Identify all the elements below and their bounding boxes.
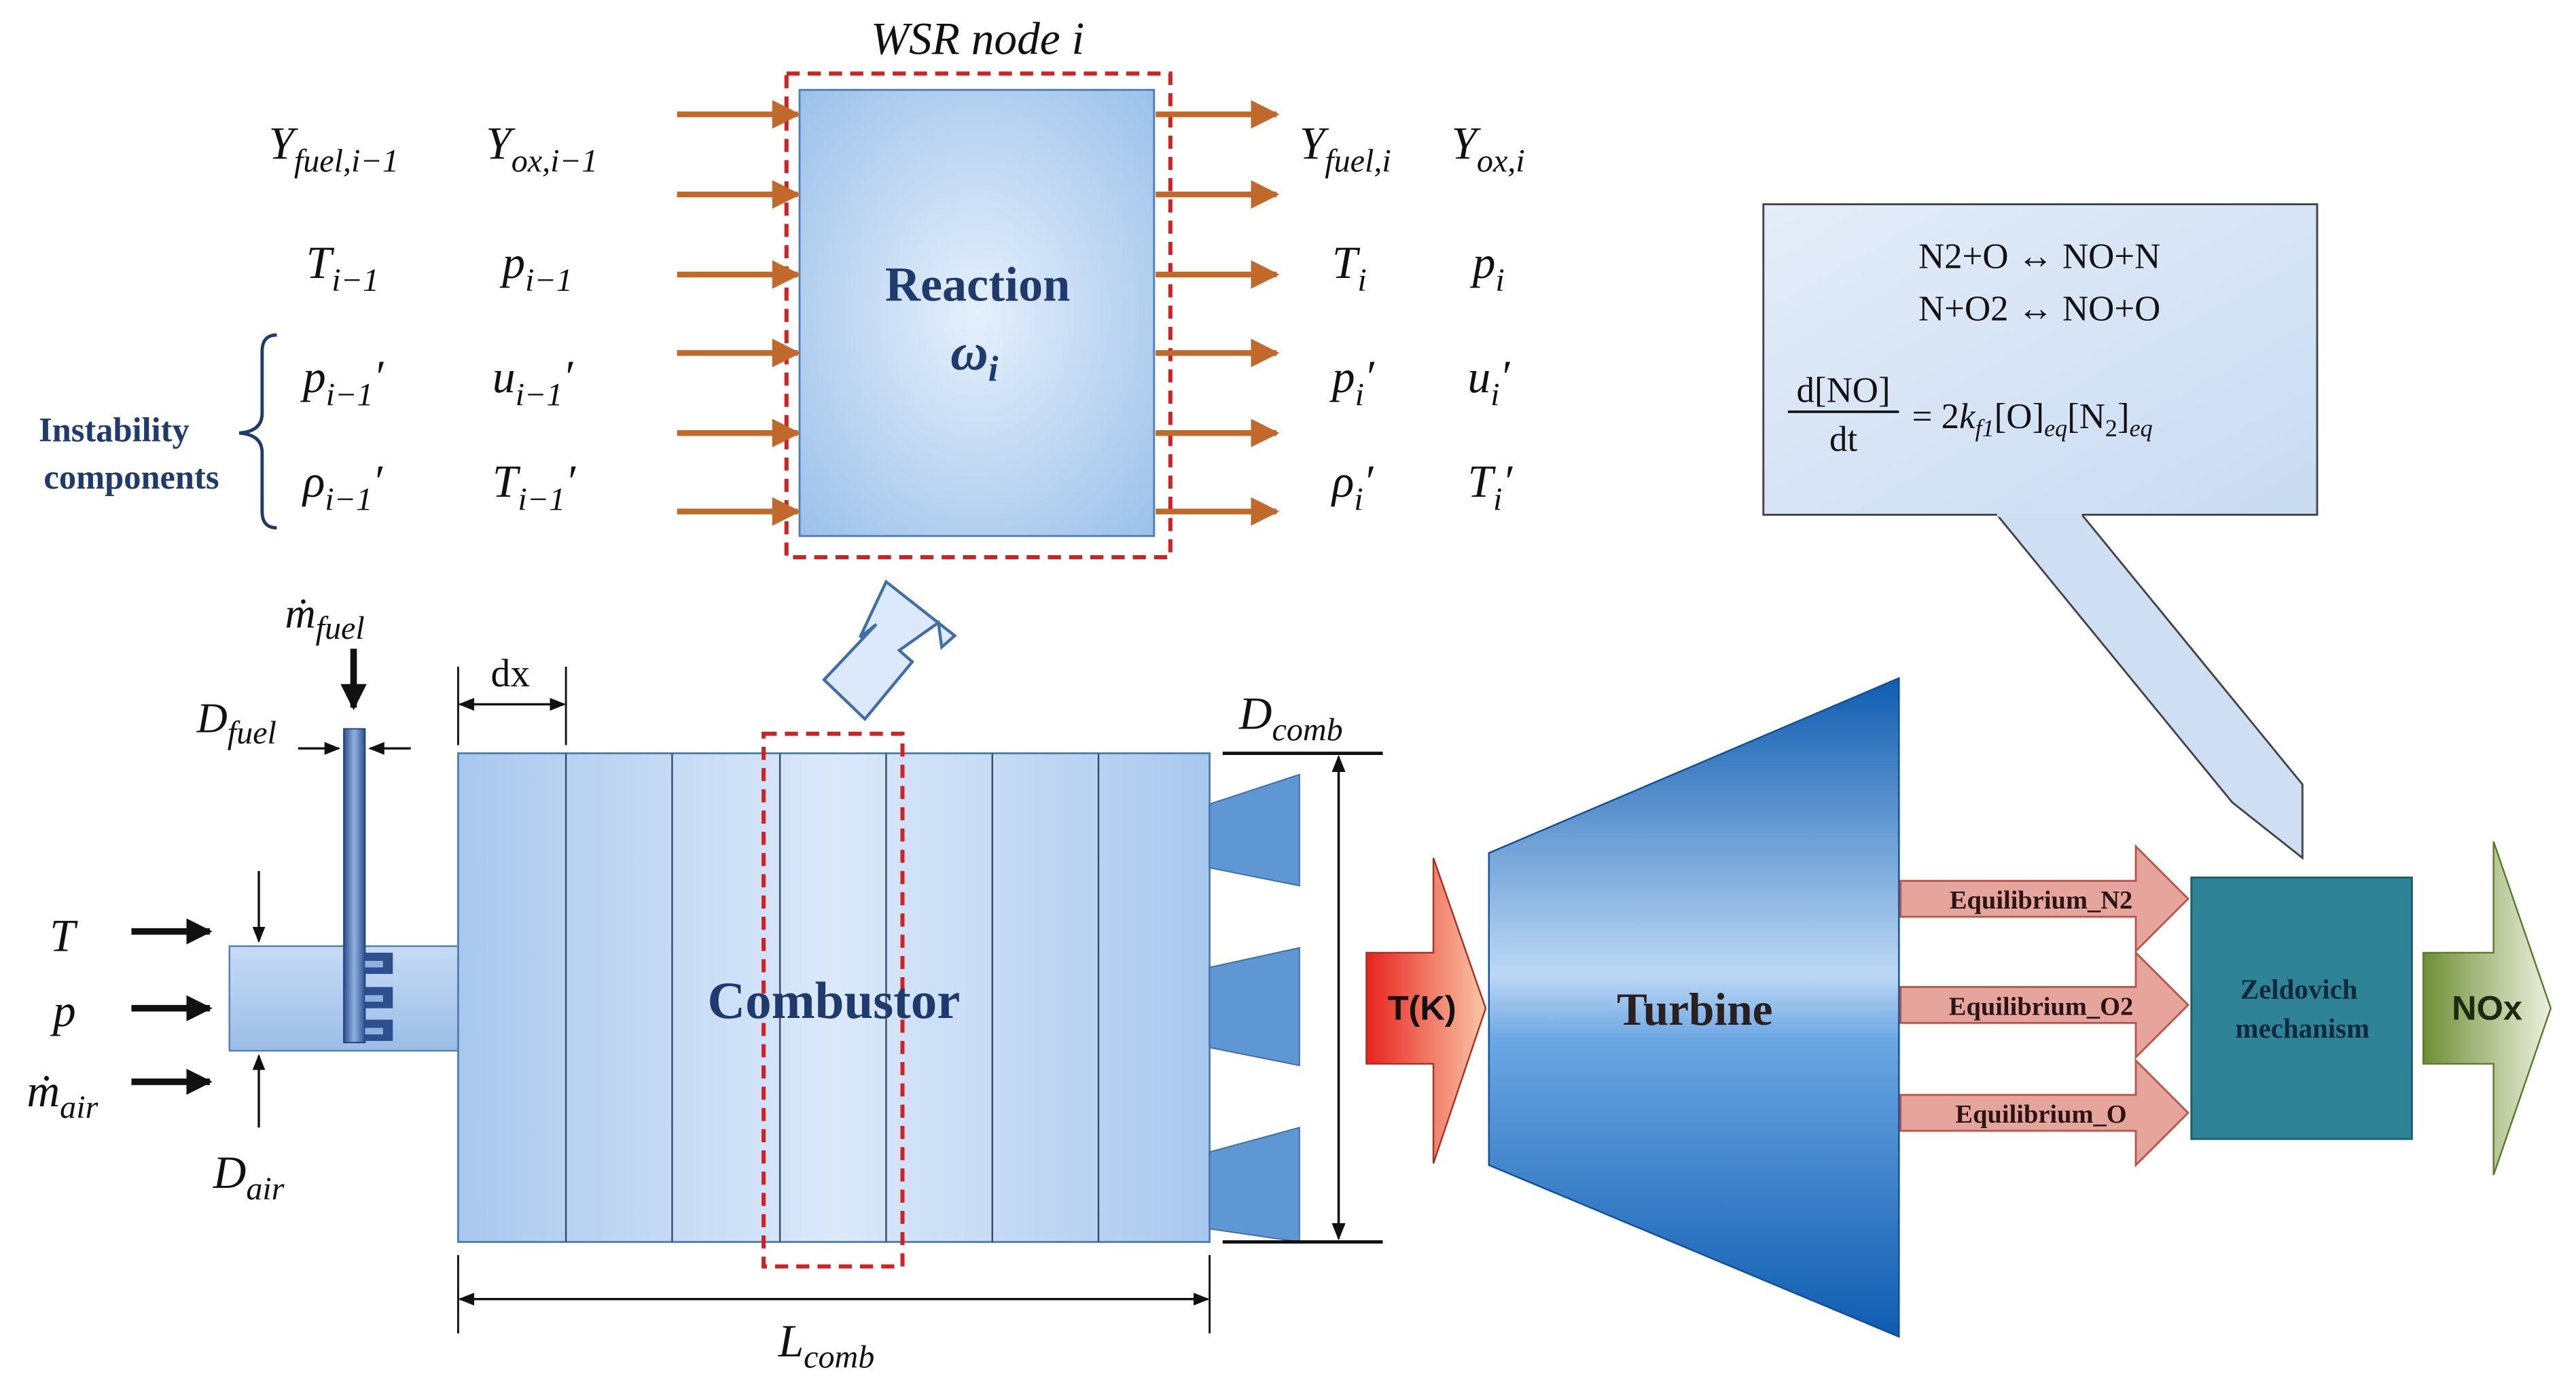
output-var-1-0: Ti (1332, 237, 1367, 298)
fuel-diameter-label: Dfuel (196, 694, 276, 751)
equilibrium-arrow-0 (1899, 844, 2190, 954)
instability-label: Instability components (39, 410, 219, 496)
injector-teeth-inner (365, 960, 383, 1035)
input-var-2-1: ui−1′ (493, 351, 574, 412)
reaction-n2-o: N2+O ↔ NO+N (1918, 236, 2160, 276)
selected-cell-dashed-boundary (762, 731, 905, 1269)
equilibrium-arrow-1 (1899, 950, 2190, 1060)
comb-diameter-label: Dcomb (1238, 688, 1343, 748)
instability-brace (238, 333, 277, 530)
temperature-arrow (1365, 858, 1487, 1164)
temperature-arrow-label: T(K) (1388, 989, 1456, 1027)
equilibrium-label-0: Equilibrium_N2 (1950, 886, 2132, 915)
equilibrium-arrows: Equilibrium_N2Equilibrium_O2Equilibrium_… (1899, 844, 2190, 1168)
reaction-n-o2: N+O2 ↔ NO+O (1918, 289, 2160, 328)
input-var-2-0: pi−1′ (300, 351, 384, 412)
combustor-outlet-nozzles (1209, 773, 1300, 1243)
air-pressure-label: p (50, 985, 76, 1036)
comb-length-label: Lcomb (778, 1316, 875, 1375)
input-variables: Yfuel,i−1 Yox,i−1Ti−1 pi−1 pi−1′ ui−1′ ρi−1′ T… (268, 118, 598, 517)
callout-pointer (1994, 514, 2304, 860)
output-var-3-1: Ti′ (1468, 456, 1514, 517)
input-var-1-1: pi−1 (499, 237, 573, 298)
input-var-3-1: Ti−1′ (493, 456, 576, 517)
input-var-0-0: Yfuel,i−1 (268, 118, 398, 179)
zeldovich-mechanism-box (2190, 876, 2413, 1140)
output-var-0-1: Yox,i (1451, 118, 1524, 179)
air-flow-label: ṁair (27, 1066, 99, 1125)
reaction-node-box (798, 88, 1156, 538)
equilibrium-label-2: Equilibrium_O (1955, 1100, 2126, 1129)
combustor-body (457, 752, 1211, 1244)
output-var-1-1: pi (1470, 237, 1505, 298)
output-var-3-0: ρi′ (1331, 456, 1374, 517)
output-var-2-1: ui′ (1468, 351, 1511, 412)
output-var-0-0: Yfuel,i (1300, 118, 1391, 179)
equilibrium-label-1: Equilibrium_O2 (1949, 992, 2133, 1021)
input-var-3-0: ρi−1′ (302, 456, 383, 517)
nox-output-arrow (2422, 841, 2552, 1176)
output-variables: Yfuel,i Yox,iTi pi pi′ ui′ ρi′ Ti′ (1300, 118, 1525, 517)
no-rate-rhs: = 2kf1[O]eq[N2]eq (1912, 397, 2153, 442)
fuel-injector (343, 728, 366, 1044)
combustor-cell-dividers (565, 753, 1100, 1242)
air-diameter-label: Dair (213, 1147, 285, 1207)
output-var-2-0: pi′ (1329, 351, 1375, 412)
wsr-node-dashed-boundary (784, 71, 1173, 560)
input-var-1-0: Ti−1 (306, 237, 379, 298)
reaction-rate-symbol: ωi (950, 322, 999, 389)
outflow-arrows (1156, 100, 1280, 526)
turbine-label: Turbine (1617, 984, 1773, 1035)
dx-label: dx (491, 652, 531, 695)
input-var-0-1: Yox,i−1 (486, 118, 598, 179)
no-rate-denominator: dt (1829, 420, 1857, 459)
zoom-block-arrow (822, 579, 957, 722)
combustor-label: Combustor (708, 971, 961, 1030)
air-temperature-label: T (50, 911, 78, 962)
zeldovich-mechanism-label: Zeldovich mechanism (2236, 974, 2370, 1044)
no-rate-numerator: d[NO] (1797, 371, 1891, 410)
air-input-arrows (131, 918, 213, 1095)
inflow-arrows (677, 100, 801, 526)
wsr-node-title: WSR node i (871, 13, 1084, 64)
equilibrium-arrow-2 (1899, 1058, 2190, 1168)
fuel-flow-label: ṁfuel (285, 589, 365, 646)
turbine-body (1488, 677, 1900, 1338)
nox-label: NOx (2452, 989, 2522, 1027)
reaction-label: Reaction (885, 257, 1070, 311)
